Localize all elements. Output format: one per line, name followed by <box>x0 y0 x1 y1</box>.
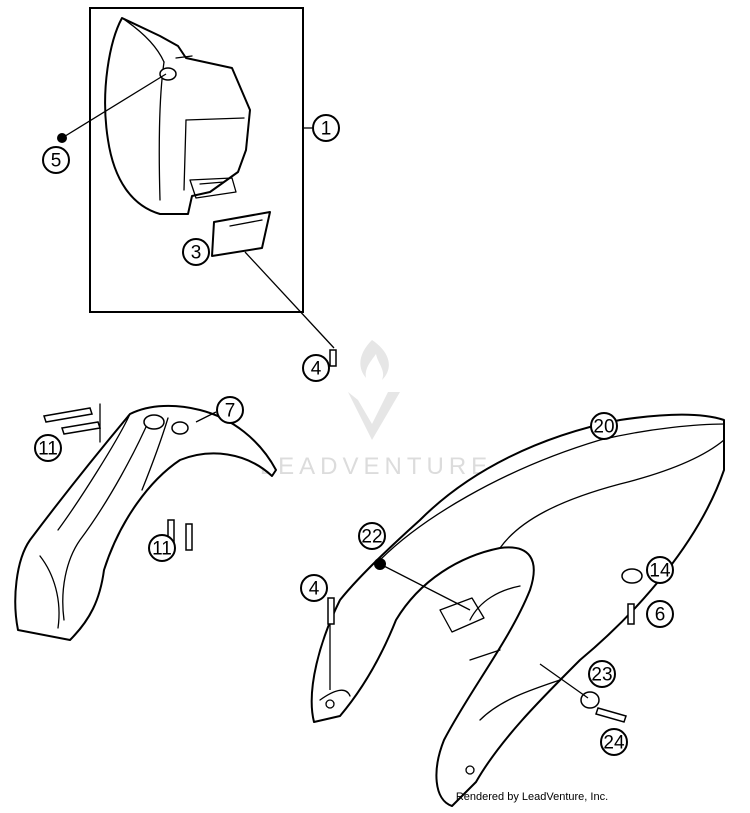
bolt-11-d <box>185 523 193 551</box>
svg-text:23: 23 <box>591 665 612 686</box>
callout-7: 7 <box>216 396 244 424</box>
assembly-box <box>89 7 304 313</box>
bolt-24 <box>595 707 627 723</box>
callout-24: 24 <box>600 728 628 756</box>
bolt-11-a <box>43 407 93 423</box>
svg-text:11: 11 <box>38 439 58 460</box>
callout-11-left: 11 <box>34 434 62 462</box>
svg-text:4: 4 <box>311 359 322 380</box>
number-plate <box>104 17 251 215</box>
rear-fender <box>310 413 725 807</box>
svg-text:5: 5 <box>51 151 62 172</box>
svg-text:6: 6 <box>655 605 666 626</box>
callout-11-bottom: 11 <box>148 534 176 562</box>
callout-4-rear: 4 <box>300 574 328 602</box>
watermark-text: LEADVENTURE <box>260 453 492 480</box>
svg-text:20: 20 <box>593 417 614 438</box>
screw-6 <box>627 603 635 625</box>
svg-text:3: 3 <box>191 243 202 264</box>
grommet-14 <box>621 568 643 584</box>
callout-20: 20 <box>590 412 618 440</box>
callout-4-top: 4 <box>302 354 330 382</box>
leader-lines <box>61 73 589 699</box>
svg-text:11: 11 <box>152 539 172 560</box>
callout-3: 3 <box>182 238 210 266</box>
callout-5: 5 <box>42 146 70 174</box>
svg-text:22: 22 <box>361 527 382 548</box>
callout-23: 23 <box>588 660 616 688</box>
callout-14: 14 <box>646 556 674 584</box>
plate-pad <box>211 211 271 257</box>
watermark-logo: LEADVENTURE <box>260 340 492 480</box>
svg-text:4: 4 <box>309 579 320 600</box>
callout-1: 1 <box>312 114 340 142</box>
credit-text: Rendered by LeadVenture, Inc. <box>456 791 608 803</box>
screw-4-rear <box>327 597 335 625</box>
callout-6: 6 <box>646 600 674 628</box>
screw-4-top <box>329 349 337 367</box>
svg-text:14: 14 <box>649 561 671 582</box>
svg-text:7: 7 <box>225 401 236 422</box>
svg-text:24: 24 <box>603 733 625 754</box>
callout-22: 22 <box>358 522 386 550</box>
bolt-11-b <box>61 421 101 435</box>
svg-text:1: 1 <box>321 119 332 140</box>
